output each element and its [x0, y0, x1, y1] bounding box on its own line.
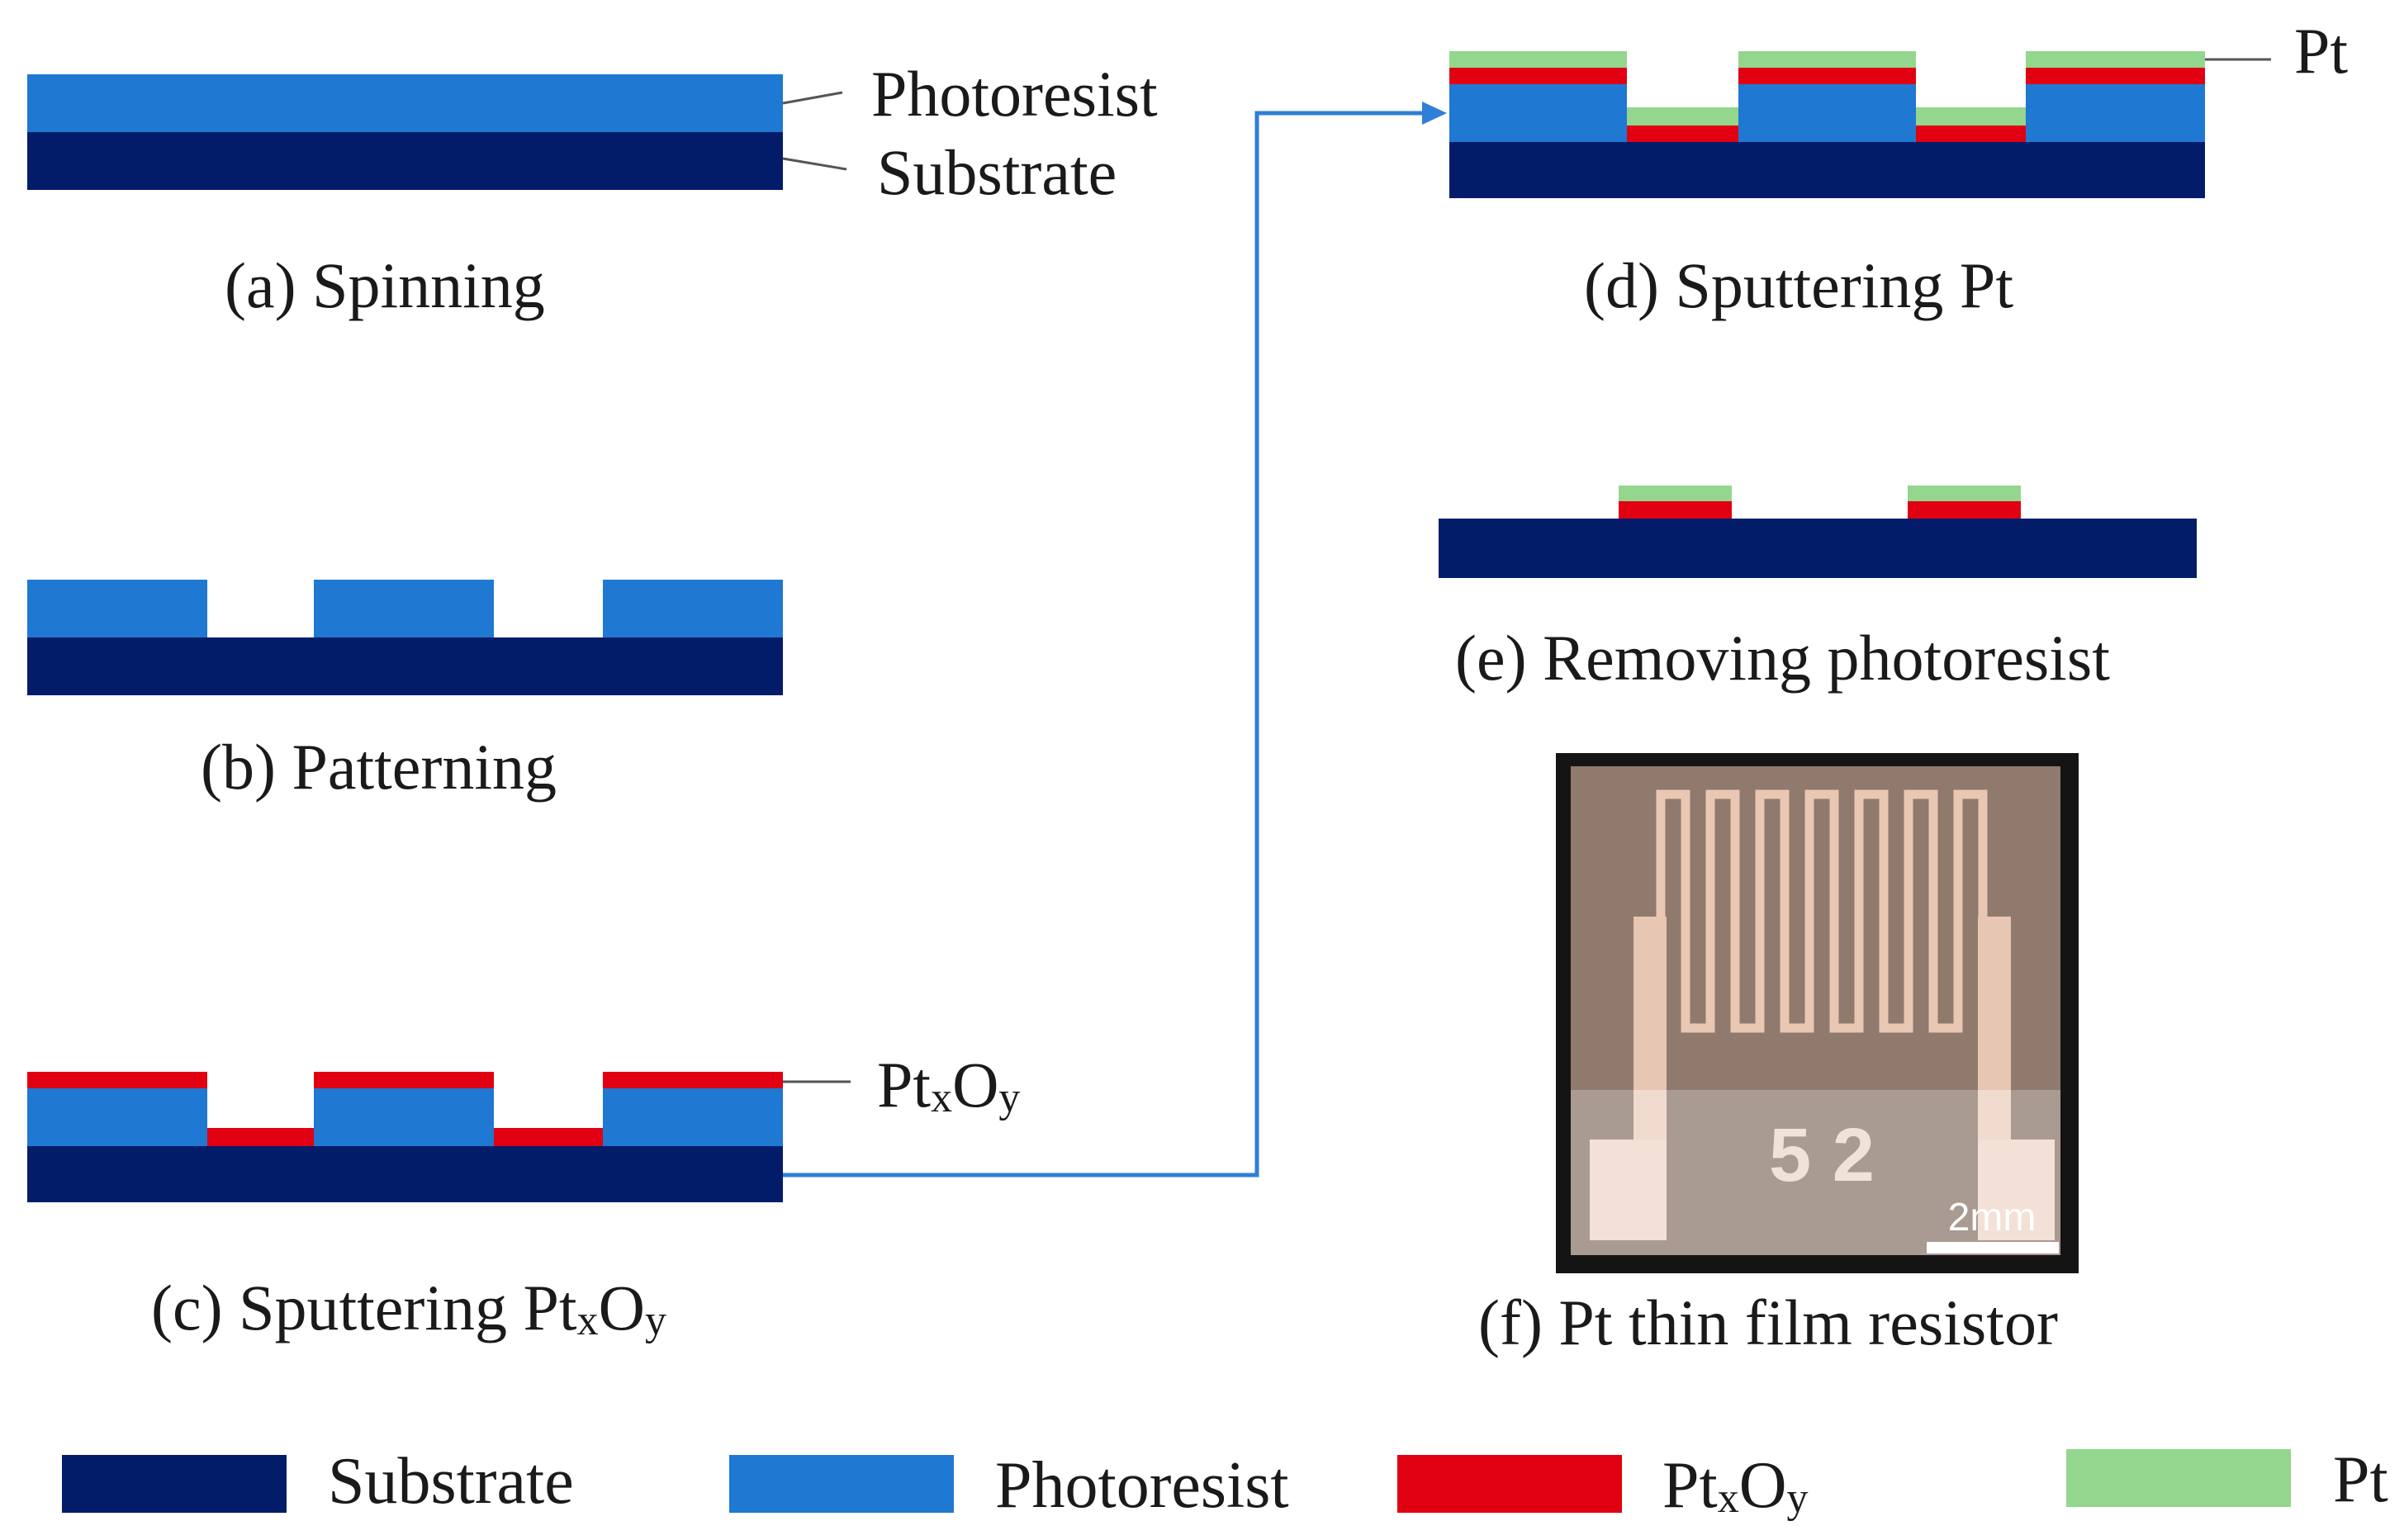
legend-swatch-pt [2066, 1449, 2291, 1507]
step-c-substrate-layer [27, 1146, 783, 1202]
step-e-substrate-layer [1439, 519, 2197, 578]
step-d-photoresist-block [1449, 84, 1627, 142]
flow-arrow [783, 102, 1447, 1178]
step-d-ptxoy-top [2026, 68, 2205, 84]
step-d-pt-top [2026, 51, 2205, 68]
step-d-photoresist-block [1738, 84, 1916, 142]
legend-swatch-photoresist [729, 1455, 954, 1513]
step-e-removing-photoresist: (e) Removing photoresist [1439, 486, 2197, 694]
resistor-meander-trace [1656, 789, 1988, 1033]
step-b-substrate-layer [27, 637, 783, 695]
step-e-pt-pad [1908, 486, 2021, 501]
chip-digits: 5 2 [1769, 1113, 1875, 1197]
step-f-resistor-photo: 5 2 2mm (f) Pt thin film resistor [1478, 753, 2079, 1358]
step-c-photoresist-block [27, 1088, 207, 1146]
ptxoy-callout: PtxOy [877, 1049, 1020, 1121]
caption-d: (d) Sputtering Pt [1584, 249, 2013, 321]
step-d-substrate-layer [1449, 142, 2205, 198]
legend-swatch-ptxoy [1397, 1455, 1622, 1513]
resistor-left-arm [1633, 917, 1667, 1090]
substrate-callout: Substrate [877, 136, 1117, 208]
caption-b: (b) Patterning [201, 731, 557, 803]
step-d-ptxoy-gap [1627, 126, 1738, 142]
legend-label-ptxoy: PtxOy [1662, 1449, 1809, 1522]
pt-callout: Pt [2294, 15, 2348, 87]
step-d-pt-gap [1916, 107, 2026, 126]
caption-e: (e) Removing photoresist [1455, 622, 2110, 694]
caption-a: (a) Spinning [225, 249, 545, 321]
resistor-right-pad [1978, 1140, 2055, 1240]
legend: Substrate Photoresist PtxOy Pt [62, 1443, 2388, 1522]
legend-label-pt: Pt [2333, 1443, 2388, 1516]
photoresist-callout: Photoresist [871, 58, 1158, 130]
step-a-spinning: Photoresist Substrate (a) Spinning [27, 58, 1158, 321]
scale-bar-label: 2mm [1948, 1196, 2037, 1239]
step-c-ptxoy-gap [207, 1128, 314, 1146]
step-d-sputtering-pt: Pt (d) Sputtering Pt [1449, 15, 2348, 321]
step-d-ptxoy-top [1449, 68, 1627, 84]
step-d-pt-top [1738, 51, 1916, 68]
step-a-substrate-layer [27, 132, 783, 190]
step-c-photoresist-block [603, 1088, 783, 1146]
caption-c: (c) Sputtering PtxOy [151, 1272, 666, 1344]
step-d-pt-gap [1627, 107, 1738, 126]
photoresist-leader-line [782, 91, 843, 105]
substrate-leader-line [782, 157, 847, 171]
flow-arrowhead [1422, 102, 1447, 125]
resistor-right-arm-lower [1978, 1090, 2011, 1140]
step-e-pt-pad [1619, 486, 1732, 501]
caption-f: (f) Pt thin film resistor [1478, 1286, 2058, 1358]
resistor-right-arm [1978, 917, 2011, 1090]
step-c-photoresist-block [314, 1088, 494, 1146]
legend-swatch-substrate [62, 1455, 287, 1513]
step-b-patterning: (b) Patterning [27, 580, 783, 803]
step-c-ptxoy-top [603, 1072, 783, 1088]
step-d-ptxoy-gap [1916, 126, 2026, 142]
flow-arrow-line [783, 111, 1425, 1178]
step-e-ptxoy-pad [1908, 501, 2021, 519]
step-d-ptxoy-top [1738, 68, 1916, 84]
step-b-photoresist-block [27, 580, 207, 637]
step-c-ptxoy-top [314, 1072, 494, 1088]
legend-label-photoresist: Photoresist [995, 1449, 1289, 1522]
step-e-ptxoy-pad [1619, 501, 1732, 519]
step-b-photoresist-block [603, 580, 783, 637]
step-c-ptxoy-gap [494, 1128, 603, 1146]
step-a-photoresist-layer [27, 74, 783, 132]
step-d-photoresist-block [2026, 84, 2205, 142]
step-b-photoresist-block [314, 580, 494, 637]
legend-label-substrate: Substrate [328, 1445, 574, 1518]
step-d-pt-top [1449, 51, 1627, 68]
resistor-left-arm-lower [1633, 1090, 1667, 1140]
step-c-ptxoy-top [27, 1072, 207, 1088]
step-c-sputtering-ptxoy: PtxOy (c) Sputtering PtxOy [27, 1049, 1020, 1344]
resistor-left-pad [1590, 1140, 1667, 1240]
scale-bar [1927, 1242, 2059, 1253]
